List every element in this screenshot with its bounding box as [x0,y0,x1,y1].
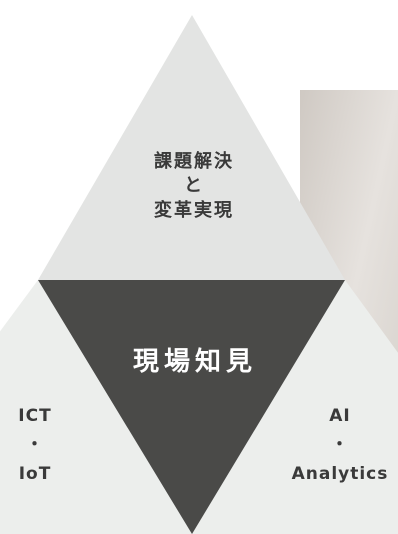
left-triangle-label: ICT ・ IoT [0,402,70,490]
center-triangle [38,280,345,534]
right-triangle-label: AI ・ Analytics [282,402,398,490]
top-label-line-3: 変革実現 [154,199,234,221]
right-label-line-3: Analytics [291,464,389,485]
center-triangle-label: 現場知見 [105,345,285,380]
center-label-text: 現場知見 [132,347,257,377]
left-label-line-1: ICT [18,406,52,426]
top-label-line-2: と [184,175,204,197]
top-label-line-1: 課題解決 [154,151,234,172]
right-label-line-1: AI [329,406,351,426]
left-label-line-2: ・ [26,435,44,456]
top-triangle-label: 課題解決 と 変革実現 [119,150,269,223]
left-label-line-3: IoT [18,464,52,485]
top-triangle [38,15,345,280]
right-label-line-2: ・ [331,435,349,456]
